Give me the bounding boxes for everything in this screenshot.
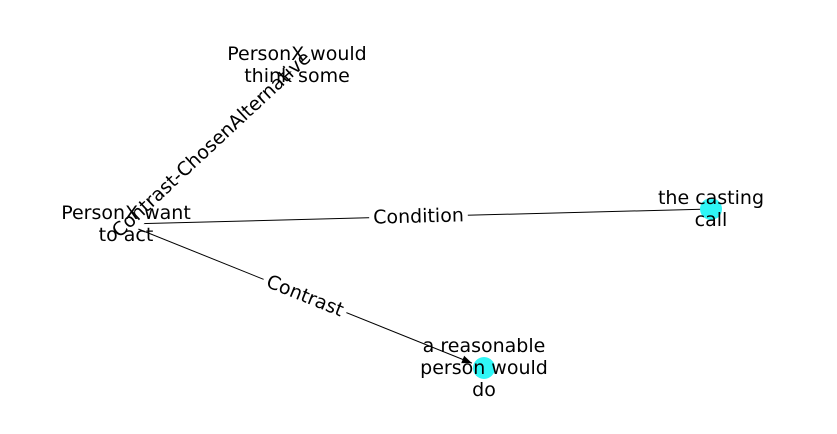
edge-label-bg-1 [368,203,469,230]
node-label-line: PersonX would [227,43,366,65]
edge-label-2: Contrast [263,271,347,322]
node-label-line: the casting [658,187,764,209]
edge-label-bg-0 [104,43,319,246]
node-label-line: think some [244,65,350,87]
node-label-line: person would [420,357,548,379]
node-a_reasonable_person_would_do[interactable] [473,357,495,379]
edge-label-bg-2 [259,268,351,324]
edge-label-group-2: Contrast [259,268,351,324]
node-the_casting_call[interactable] [700,198,722,220]
node-label-line: a reasonable [423,335,546,357]
node-label-line: call [695,209,728,231]
node-label-line: PersonX want [61,202,191,224]
edge-label-group-1: Condition [368,203,469,230]
node-label-line: to act [99,224,154,246]
node-label-line: do [472,379,496,401]
edge-label-1: Condition [373,204,464,228]
